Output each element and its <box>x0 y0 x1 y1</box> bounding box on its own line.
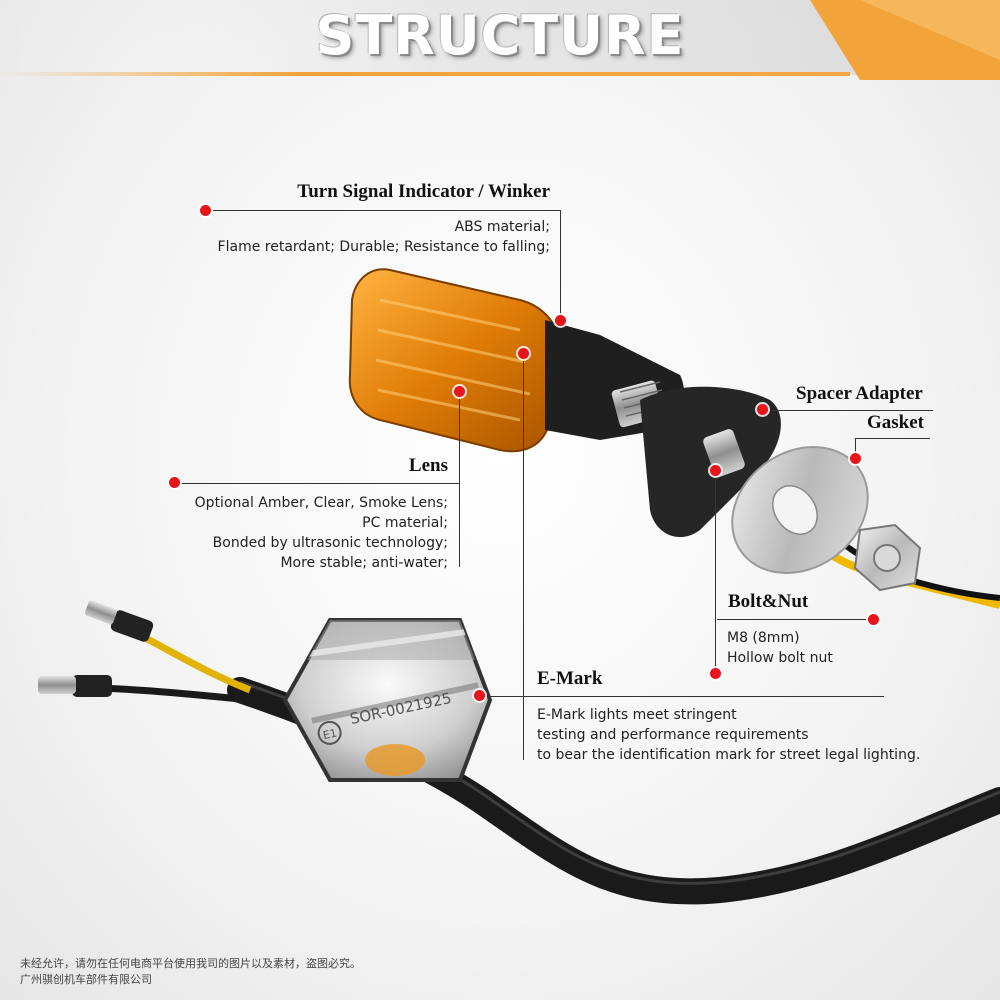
page-title: STRUCTURE <box>315 4 685 67</box>
turn-signal-header: Turn Signal Indicator / Winker <box>297 181 550 202</box>
bolt-nut-line-2: Hollow bolt nut <box>727 650 833 666</box>
turn-signal-line-2: Flame retardant; Durable; Resistance to … <box>217 239 550 255</box>
emark-symbol: E1 <box>322 727 338 743</box>
marker-nut <box>868 614 879 625</box>
marker-emark-lens <box>518 348 529 359</box>
title-banner <box>0 0 1000 80</box>
marker-lens-inner <box>454 386 465 397</box>
emark-inset: E1 SOR-0021925 <box>282 618 493 782</box>
spacer-adapter-header: Spacer Adapter <box>796 383 923 404</box>
marker-bolt <box>710 465 721 476</box>
lens-line-1: Optional Amber, Clear, Smoke Lens; <box>194 495 448 511</box>
marker-bolt-text <box>710 668 721 679</box>
lens-header: Lens <box>408 455 448 476</box>
leader-line <box>459 392 460 567</box>
emark-header: E-Mark <box>537 668 603 689</box>
marker-emark <box>474 690 485 701</box>
footer: 未经允许，请勿在任何电商平台使用我司的图片以及素材，盗图必究。 广州骐创机车部件… <box>20 956 361 988</box>
leader-line <box>855 438 930 439</box>
marker-turn-signal <box>200 205 211 216</box>
marker-spacer <box>757 404 768 415</box>
leader-line <box>523 354 524 760</box>
gasket-header: Gasket <box>867 412 924 433</box>
lens-line-2: PC material; <box>362 515 448 531</box>
leader-line <box>175 483 460 484</box>
footer-notice: 未经允许，请勿在任何电商平台使用我司的图片以及素材，盗图必究。 <box>20 957 361 970</box>
lens-line-4: More stable; anti-water; <box>280 555 448 571</box>
emark-line-2: testing and performance requirements <box>537 727 809 743</box>
leader-line <box>560 210 561 322</box>
marker-gasket <box>850 453 861 464</box>
emark-line-1: E-Mark lights meet stringent <box>537 707 737 723</box>
leader-line <box>763 410 933 411</box>
lens-line-3: Bonded by ultrasonic technology; <box>212 535 448 551</box>
turn-signal-line-1: ABS material; <box>454 219 550 235</box>
leader-line <box>206 210 561 211</box>
leader-line <box>715 470 716 673</box>
leader-line <box>480 696 884 697</box>
emark-line-3: to bear the identification mark for stre… <box>537 747 921 763</box>
footer-company: 广州骐创机车部件有限公司 <box>20 973 152 986</box>
bolt-nut-line-1: M8 (8mm) <box>727 630 800 646</box>
marker-lens <box>169 477 180 488</box>
leader-line <box>855 438 856 458</box>
bolt-nut-header: Bolt&Nut <box>728 591 809 612</box>
marker-lens-body <box>555 315 566 326</box>
leader-line <box>717 619 874 620</box>
